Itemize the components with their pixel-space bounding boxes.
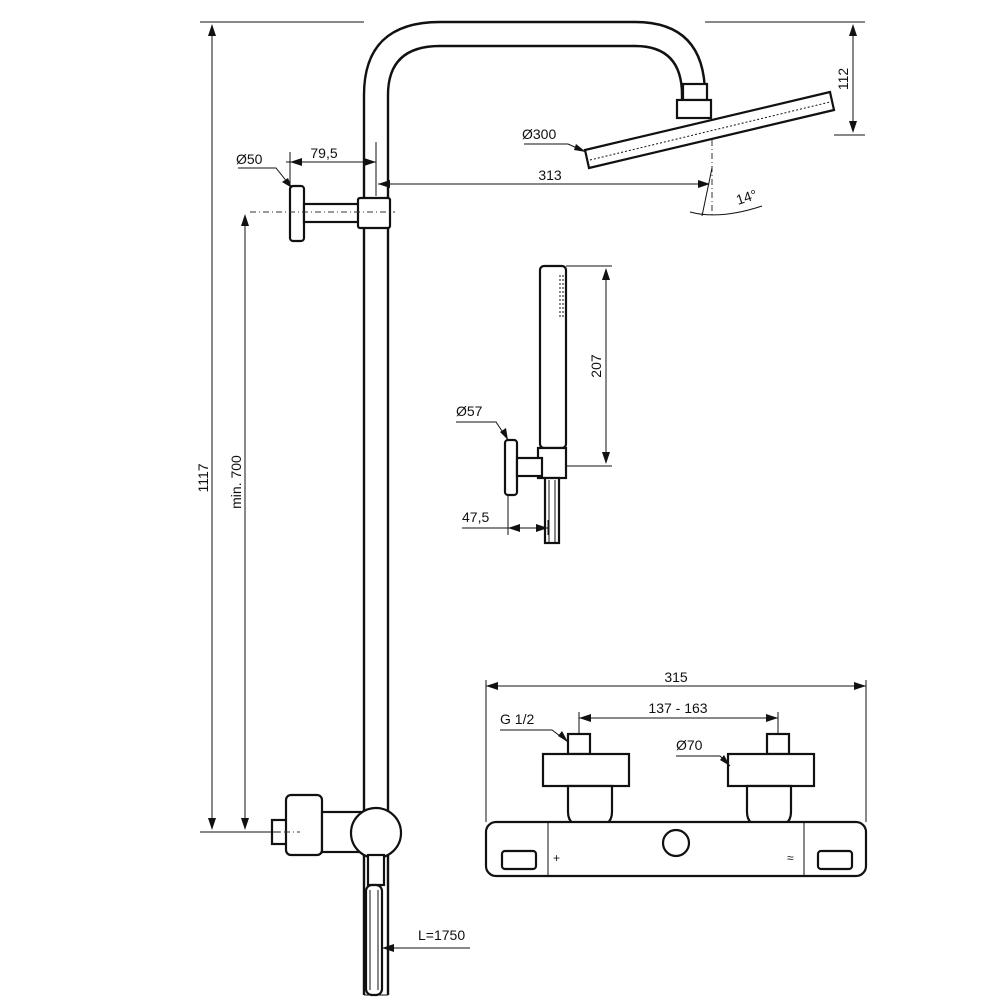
lower-mixer-side-view (206, 793, 403, 887)
hand-flange-diameter-label: Ø57 (456, 403, 483, 419)
mixer-front-view: + ≈ (484, 732, 868, 878)
upper-wall-bracket (250, 184, 395, 243)
dimension-arrowheads (208, 24, 866, 952)
mixer-width-label: 315 (664, 669, 688, 685)
head-diameter-label: Ø300 (522, 126, 556, 142)
min-height-label: min. 700 (228, 455, 244, 509)
mixer-right-marking: ≈ (787, 851, 794, 865)
thread-label: G 1/2 (500, 711, 534, 727)
dimension-labels: 1117 min. 700 Ø50 79,5 313 Ø300 112 14° … (195, 68, 851, 943)
wall-flange-diameter-label: Ø50 (236, 151, 263, 167)
hand-shower-length-label: 207 (588, 354, 604, 378)
overhead-shower-head (583, 82, 836, 170)
head-drop-label: 112 (835, 68, 851, 91)
wall-offset-label: 79,5 (310, 145, 337, 161)
hand-offset-label: 47,5 (462, 509, 489, 525)
connector-diameter-label: Ø70 (676, 737, 703, 753)
hand-shower (503, 264, 568, 545)
total-height-label: 1117 (195, 463, 211, 492)
arm-reach-label: 313 (538, 167, 562, 183)
shower-hose (364, 883, 384, 997)
inlet-spacing-label: 137 - 163 (648, 700, 707, 716)
head-angle-label: 14° (734, 186, 759, 208)
hose-length-label: L=1750 (418, 927, 465, 943)
mixer-left-marking: + (553, 851, 560, 865)
dimension-lines (200, 21, 867, 949)
